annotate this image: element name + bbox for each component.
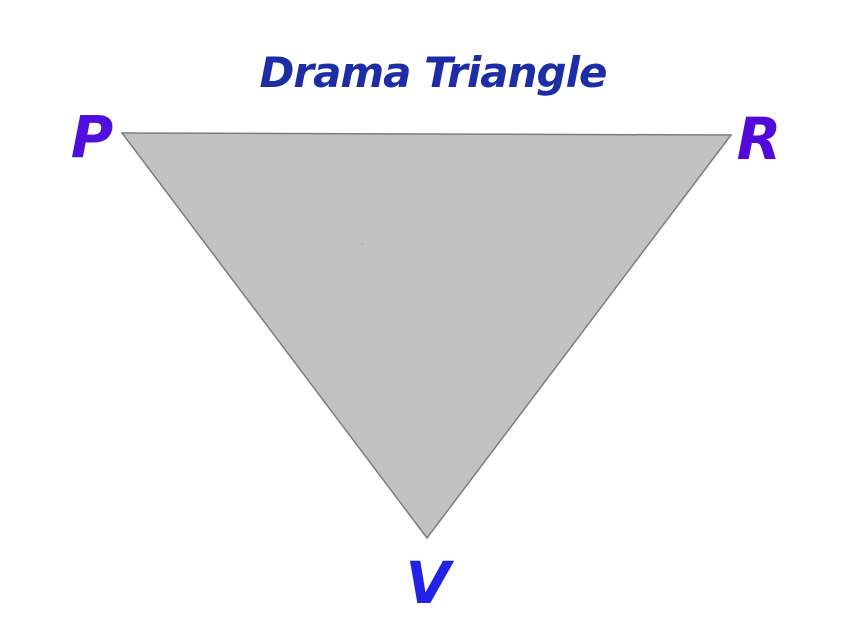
vertex-label-v: V bbox=[406, 549, 455, 617]
vertex-label-p: P bbox=[71, 103, 114, 171]
triangle-shape bbox=[120, 132, 733, 540]
vertex-label-r: R bbox=[737, 105, 782, 173]
speck-artifact bbox=[360, 242, 364, 246]
diagram-title: Drama Triangle bbox=[260, 48, 607, 97]
